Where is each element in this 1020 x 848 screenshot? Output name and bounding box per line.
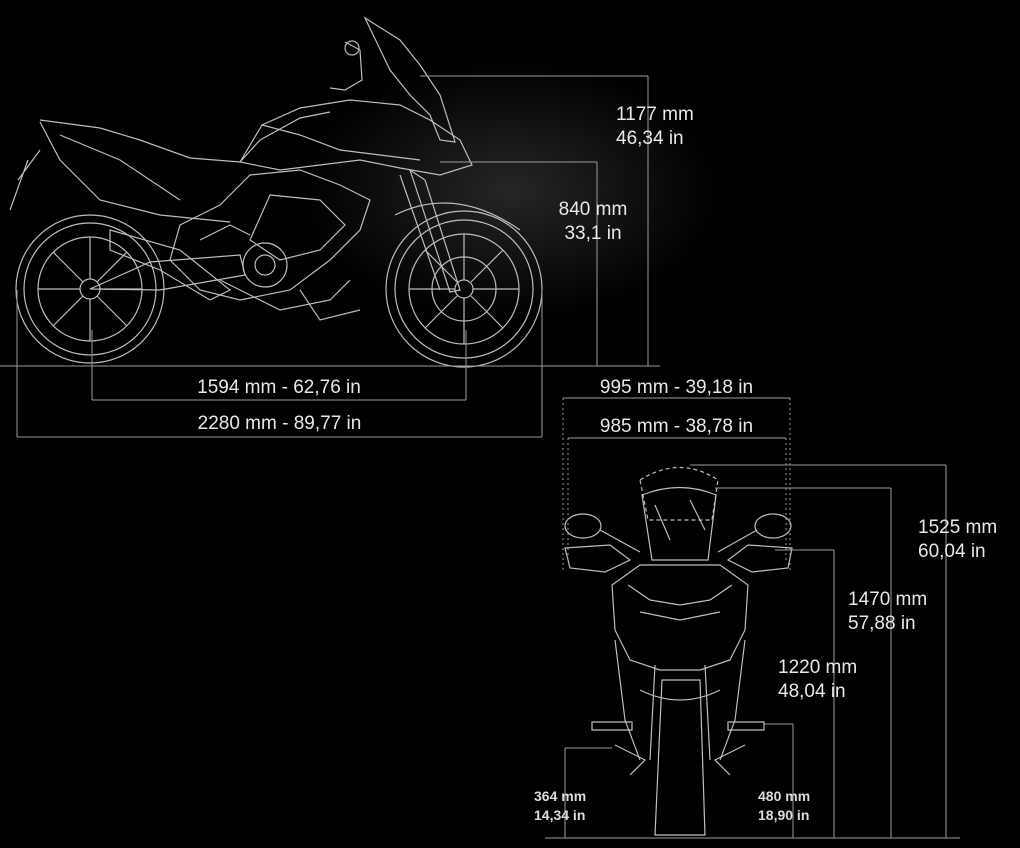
footpeg-left-label: 364 mm 14,34 in [534,787,586,825]
height-screen-mm: 1470 mm [848,589,928,610]
width-mirrors-label: 995 mm - 39,18 in [599,377,754,398]
width-handguards-label: 985 mm - 38,78 in [599,416,754,437]
wheelbase-label: 1594 mm - 62,76 in [197,377,361,398]
footpeg-left-mm: 364 mm [534,788,587,804]
footpeg-right-label: 480 mm 18,90 in [758,787,810,825]
front-view-motorcycle [564,466,793,836]
dimension-lines [0,75,960,839]
rear-wheel [15,214,165,364]
background-glow [300,60,720,320]
overall-height-in: 46,34 in [616,128,684,149]
height-screen-in: 57,88 in [848,613,916,634]
height-screen-label: 1470 mm 57,88 in [848,588,927,636]
height-mirrors-mm: 1220 mm [778,657,858,678]
height-mirrors-label: 1220 mm 48,04 in [778,656,857,704]
overall-length-label: 2280 mm - 89,77 in [197,413,362,434]
seat-height-label: 840 mm 33,1 in [547,198,639,246]
front-wheel [385,210,543,368]
height-max-label: 1525 mm 60,04 in [918,516,997,564]
seat-height-mm: 840 mm [558,199,628,220]
side-view-motorcycle [9,16,543,368]
footpeg-right-mm: 480 mm [758,788,811,804]
height-max-in: 60,04 in [918,541,986,562]
height-mirrors-in: 48,04 in [778,681,846,702]
height-max-mm: 1525 mm [918,517,998,538]
overall-height-mm: 1177 mm [616,104,694,125]
footpeg-left-in: 14,34 in [534,807,586,823]
seat-height-in: 33,1 in [564,223,622,244]
overall-height-label: 1177 mm 46,34 in [616,103,694,151]
footpeg-right-in: 18,90 in [758,807,810,823]
